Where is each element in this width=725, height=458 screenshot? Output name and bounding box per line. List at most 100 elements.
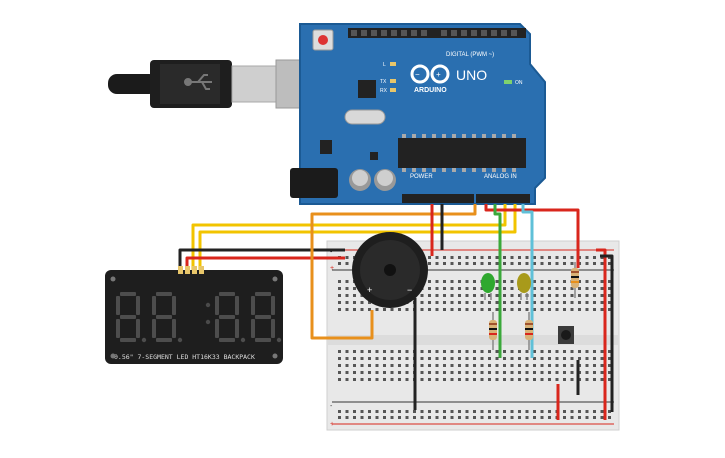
breadboard-hole[interactable] [338,378,341,381]
breadboard-hole[interactable] [510,262,514,265]
breadboard-hole[interactable] [435,294,439,297]
breadboard-hole[interactable] [578,280,581,283]
breadboard-hole[interactable] [600,280,604,283]
breadboard-hole[interactable] [510,364,514,367]
breadboard-hole[interactable] [443,280,446,283]
breadboard-hole[interactable] [458,378,461,381]
breadboard-hole[interactable] [533,357,536,360]
breadboard-hole[interactable] [600,308,604,311]
breadboard-hole[interactable] [570,371,574,374]
breadboard-hole[interactable] [533,371,536,374]
breadboard-hole[interactable] [518,357,521,360]
breadboard-hole[interactable] [428,256,431,259]
breadboard-hole[interactable] [503,410,506,413]
breadboard-hole[interactable] [563,262,566,265]
breadboard-hole[interactable] [443,256,446,259]
breadboard-hole[interactable] [353,378,356,381]
breadboard-hole[interactable] [608,294,611,297]
breadboard-hole[interactable] [570,308,574,311]
breadboard-hole[interactable] [338,308,341,311]
breadboard-hole[interactable] [450,378,454,381]
breadboard-hole[interactable] [563,410,566,413]
breadboard-hole[interactable] [540,364,544,367]
breadboard-hole[interactable] [593,308,596,311]
breadboard-hole[interactable] [420,364,424,367]
breadboard-hole[interactable] [533,416,536,419]
breadboard-hole[interactable] [495,410,499,413]
breadboard-hole[interactable] [548,350,551,353]
breadboard-hole[interactable] [375,378,379,381]
breadboard-hole[interactable] [450,350,454,353]
breadboard-hole[interactable] [360,357,364,360]
breadboard-hole[interactable] [465,357,469,360]
breadboard-hole[interactable] [405,410,409,413]
usb-cable[interactable] [108,59,311,109]
breadboard-hole[interactable] [473,357,476,360]
breadboard-hole[interactable] [503,294,506,297]
resistor-2[interactable] [525,312,533,350]
breadboard-hole[interactable] [398,416,401,419]
breadboard-hole[interactable] [450,280,454,283]
breadboard-hole[interactable] [338,287,341,290]
breadboard-hole[interactable] [443,294,446,297]
breadboard-hole[interactable] [345,410,349,413]
breadboard-hole[interactable] [405,350,409,353]
breadboard-hole[interactable] [353,350,356,353]
breadboard-hole[interactable] [548,410,551,413]
breadboard-hole[interactable] [488,371,491,374]
breadboard-hole[interactable] [585,371,589,374]
breadboard-hole[interactable] [510,287,514,290]
pushbutton[interactable] [558,326,574,344]
breadboard[interactable]: + - + - [326,240,620,431]
breadboard-hole[interactable] [473,262,476,265]
breadboard-hole[interactable] [383,371,386,374]
breadboard-hole[interactable] [540,410,544,413]
breadboard-hole[interactable] [488,416,491,419]
breadboard-hole[interactable] [375,308,379,311]
breadboard-hole[interactable] [510,294,514,297]
breadboard-hole[interactable] [398,364,401,367]
breadboard-hole[interactable] [360,371,364,374]
breadboard-hole[interactable] [555,350,559,353]
breadboard-hole[interactable] [390,350,394,353]
breadboard-hole[interactable] [458,371,461,374]
breadboard-hole[interactable] [578,357,581,360]
breadboard-hole[interactable] [375,416,379,419]
breadboard-hole[interactable] [345,364,349,367]
breadboard-hole[interactable] [435,262,439,265]
breadboard-hole[interactable] [345,301,349,304]
breadboard-hole[interactable] [503,256,506,259]
breadboard-hole[interactable] [593,294,596,297]
breadboard-hole[interactable] [480,256,484,259]
breadboard-hole[interactable] [338,364,341,367]
breadboard-hole[interactable] [473,378,476,381]
breadboard-hole[interactable] [458,410,461,413]
breadboard-hole[interactable] [338,416,341,419]
breadboard-hole[interactable] [450,301,454,304]
breadboard-hole[interactable] [405,378,409,381]
breadboard-hole[interactable] [465,364,469,367]
breadboard-hole[interactable] [525,262,529,265]
breadboard-hole[interactable] [518,416,521,419]
breadboard-hole[interactable] [510,410,514,413]
breadboard-hole[interactable] [540,256,544,259]
breadboard-hole[interactable] [563,364,566,367]
breadboard-hole[interactable] [518,262,521,265]
breadboard-hole[interactable] [368,416,371,419]
breadboard-hole[interactable] [488,256,491,259]
breadboard-hole[interactable] [570,357,574,360]
breadboard-hole[interactable] [503,416,506,419]
breadboard-hole[interactable] [608,364,611,367]
breadboard-hole[interactable] [458,280,461,283]
breadboard-hole[interactable] [428,378,431,381]
breadboard-hole[interactable] [420,301,424,304]
breadboard-hole[interactable] [570,262,574,265]
breadboard-hole[interactable] [495,416,499,419]
breadboard-hole[interactable] [495,294,499,297]
breadboard-hole[interactable] [488,350,491,353]
breadboard-hole[interactable] [375,357,379,360]
breadboard-hole[interactable] [450,416,454,419]
breadboard-hole[interactable] [540,350,544,353]
breadboard-hole[interactable] [338,262,341,265]
